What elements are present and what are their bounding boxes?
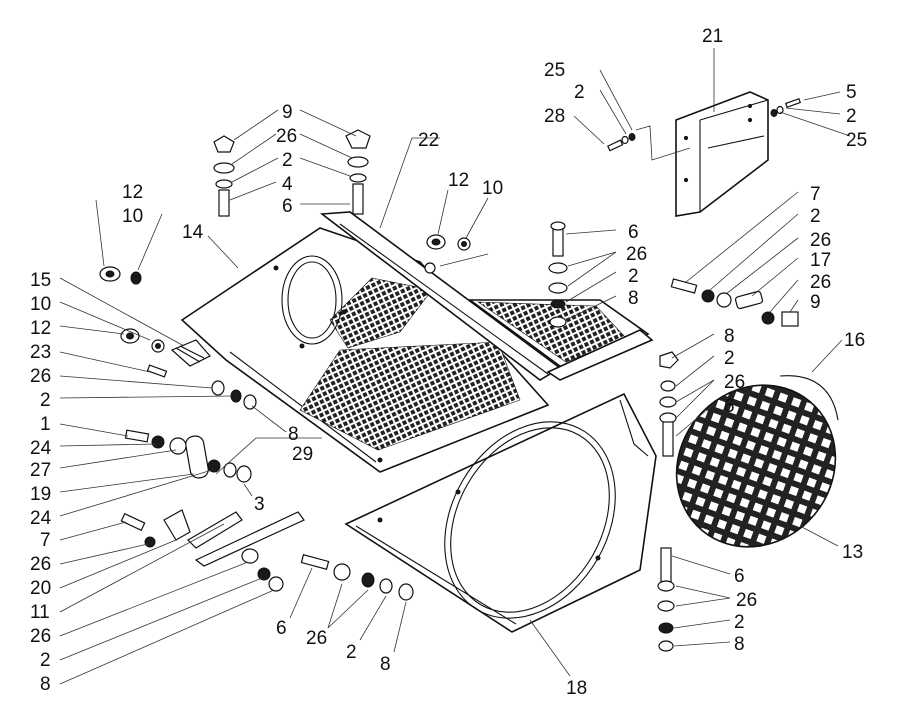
callout-17: 17 (810, 250, 831, 271)
callout-20: 20 (30, 578, 51, 599)
fastener-stack-right-icon (659, 351, 679, 457)
bolt-1-icon (124, 429, 187, 455)
side-shield-18 (344, 392, 657, 633)
bolt-5-icon (770, 97, 802, 117)
callout-2: 2 (574, 82, 585, 103)
callout-26: 26 (810, 230, 831, 251)
callout-13: 13 (842, 542, 863, 563)
callout-8: 8 (380, 654, 391, 675)
knob-12-left-icon (99, 266, 142, 285)
callout-12: 12 (448, 170, 469, 191)
callout-22: 22 (418, 130, 439, 151)
callout-23: 23 (30, 342, 51, 363)
callout-8: 8 (40, 674, 51, 695)
callout-5: 5 (846, 82, 857, 103)
wing-nut-stack-left-icon (213, 135, 235, 217)
bracket-20-icon (163, 509, 305, 592)
callout-2: 2 (40, 390, 51, 411)
callout-2: 2 (810, 206, 821, 227)
callout-19: 19 (30, 484, 51, 505)
callout-24: 24 (30, 508, 52, 529)
callout-24: 24 (30, 438, 52, 459)
callout-28: 28 (544, 106, 565, 127)
callout-2: 2 (282, 150, 293, 171)
callout-6: 6 (276, 618, 287, 639)
callout-26: 26 (30, 554, 51, 575)
callout-2: 2 (734, 612, 745, 633)
wing-nut-stack-right-icon (345, 129, 371, 215)
clip-15-icon (170, 339, 211, 367)
knob-10-12-icon (120, 328, 165, 353)
callout-8: 8 (734, 634, 745, 655)
callout-2: 2 (724, 348, 735, 369)
callout-12: 12 (122, 182, 143, 203)
bolt-7-left-icon (120, 512, 156, 548)
callout-12: 12 (30, 318, 51, 339)
callout-26: 26 (276, 126, 297, 147)
mesh-panel-22 (319, 211, 654, 381)
fastener-row-bottom-icon (300, 554, 414, 601)
callout-26: 26 (810, 272, 831, 293)
callout-7: 7 (810, 184, 821, 205)
callout-26: 26 (626, 244, 647, 265)
callout-9: 9 (810, 292, 821, 313)
callout-6: 6 (282, 196, 293, 217)
callout-26: 26 (736, 590, 757, 611)
callout-16: 16 (844, 330, 865, 351)
callout-25: 25 (544, 60, 565, 81)
callout-7: 7 (40, 530, 51, 551)
callout-6: 6 (734, 566, 745, 587)
callout-labels: 21 25 2 28 5 2 25 9 26 2 4 6 22 12 10 12… (30, 26, 867, 699)
callout-8: 8 (288, 424, 299, 445)
callout-10: 10 (482, 178, 503, 199)
fastener-stack-center-icon (548, 221, 568, 328)
callout-2: 2 (346, 642, 357, 663)
callout-10: 10 (30, 294, 51, 315)
callout-2: 2 (846, 106, 857, 127)
callout-10: 10 (122, 206, 143, 227)
callout-4: 4 (282, 174, 293, 195)
callout-1: 1 (40, 414, 51, 435)
callout-2: 2 (628, 266, 639, 287)
bolt-28-icon (607, 133, 636, 152)
callout-27: 27 (30, 460, 51, 481)
callout-26: 26 (30, 366, 51, 387)
oval-grille-13 (675, 375, 839, 548)
fastener-stack-bottom-right-icon (657, 547, 675, 652)
washer-row-left-icon (211, 380, 257, 410)
callout-11: 11 (30, 602, 50, 623)
callout-29: 29 (292, 444, 313, 465)
callout-26: 26 (306, 628, 327, 649)
callout-2: 2 (40, 650, 51, 671)
callout-8: 8 (724, 326, 735, 347)
callout-26: 26 (30, 626, 51, 647)
leader-lines (59, 48, 851, 685)
deflector-box-21 (675, 91, 769, 217)
fastener-row-right-icon (670, 278, 799, 327)
callout-25: 25 (846, 130, 867, 151)
callout-15: 15 (30, 270, 51, 291)
callout-21: 21 (702, 26, 723, 47)
callout-9: 9 (282, 102, 293, 123)
callout-6: 6 (628, 222, 639, 243)
knob-12-icon (426, 234, 471, 251)
bracket-19-icon (185, 435, 252, 483)
callout-18: 18 (566, 678, 587, 699)
callout-6: 6 (724, 396, 735, 417)
callout-14: 14 (182, 222, 204, 243)
callout-8: 8 (628, 288, 639, 309)
hood-cover-14 (180, 227, 550, 473)
bolt-23-icon (146, 364, 168, 378)
callout-26: 26 (724, 372, 745, 393)
callout-3: 3 (254, 494, 265, 515)
